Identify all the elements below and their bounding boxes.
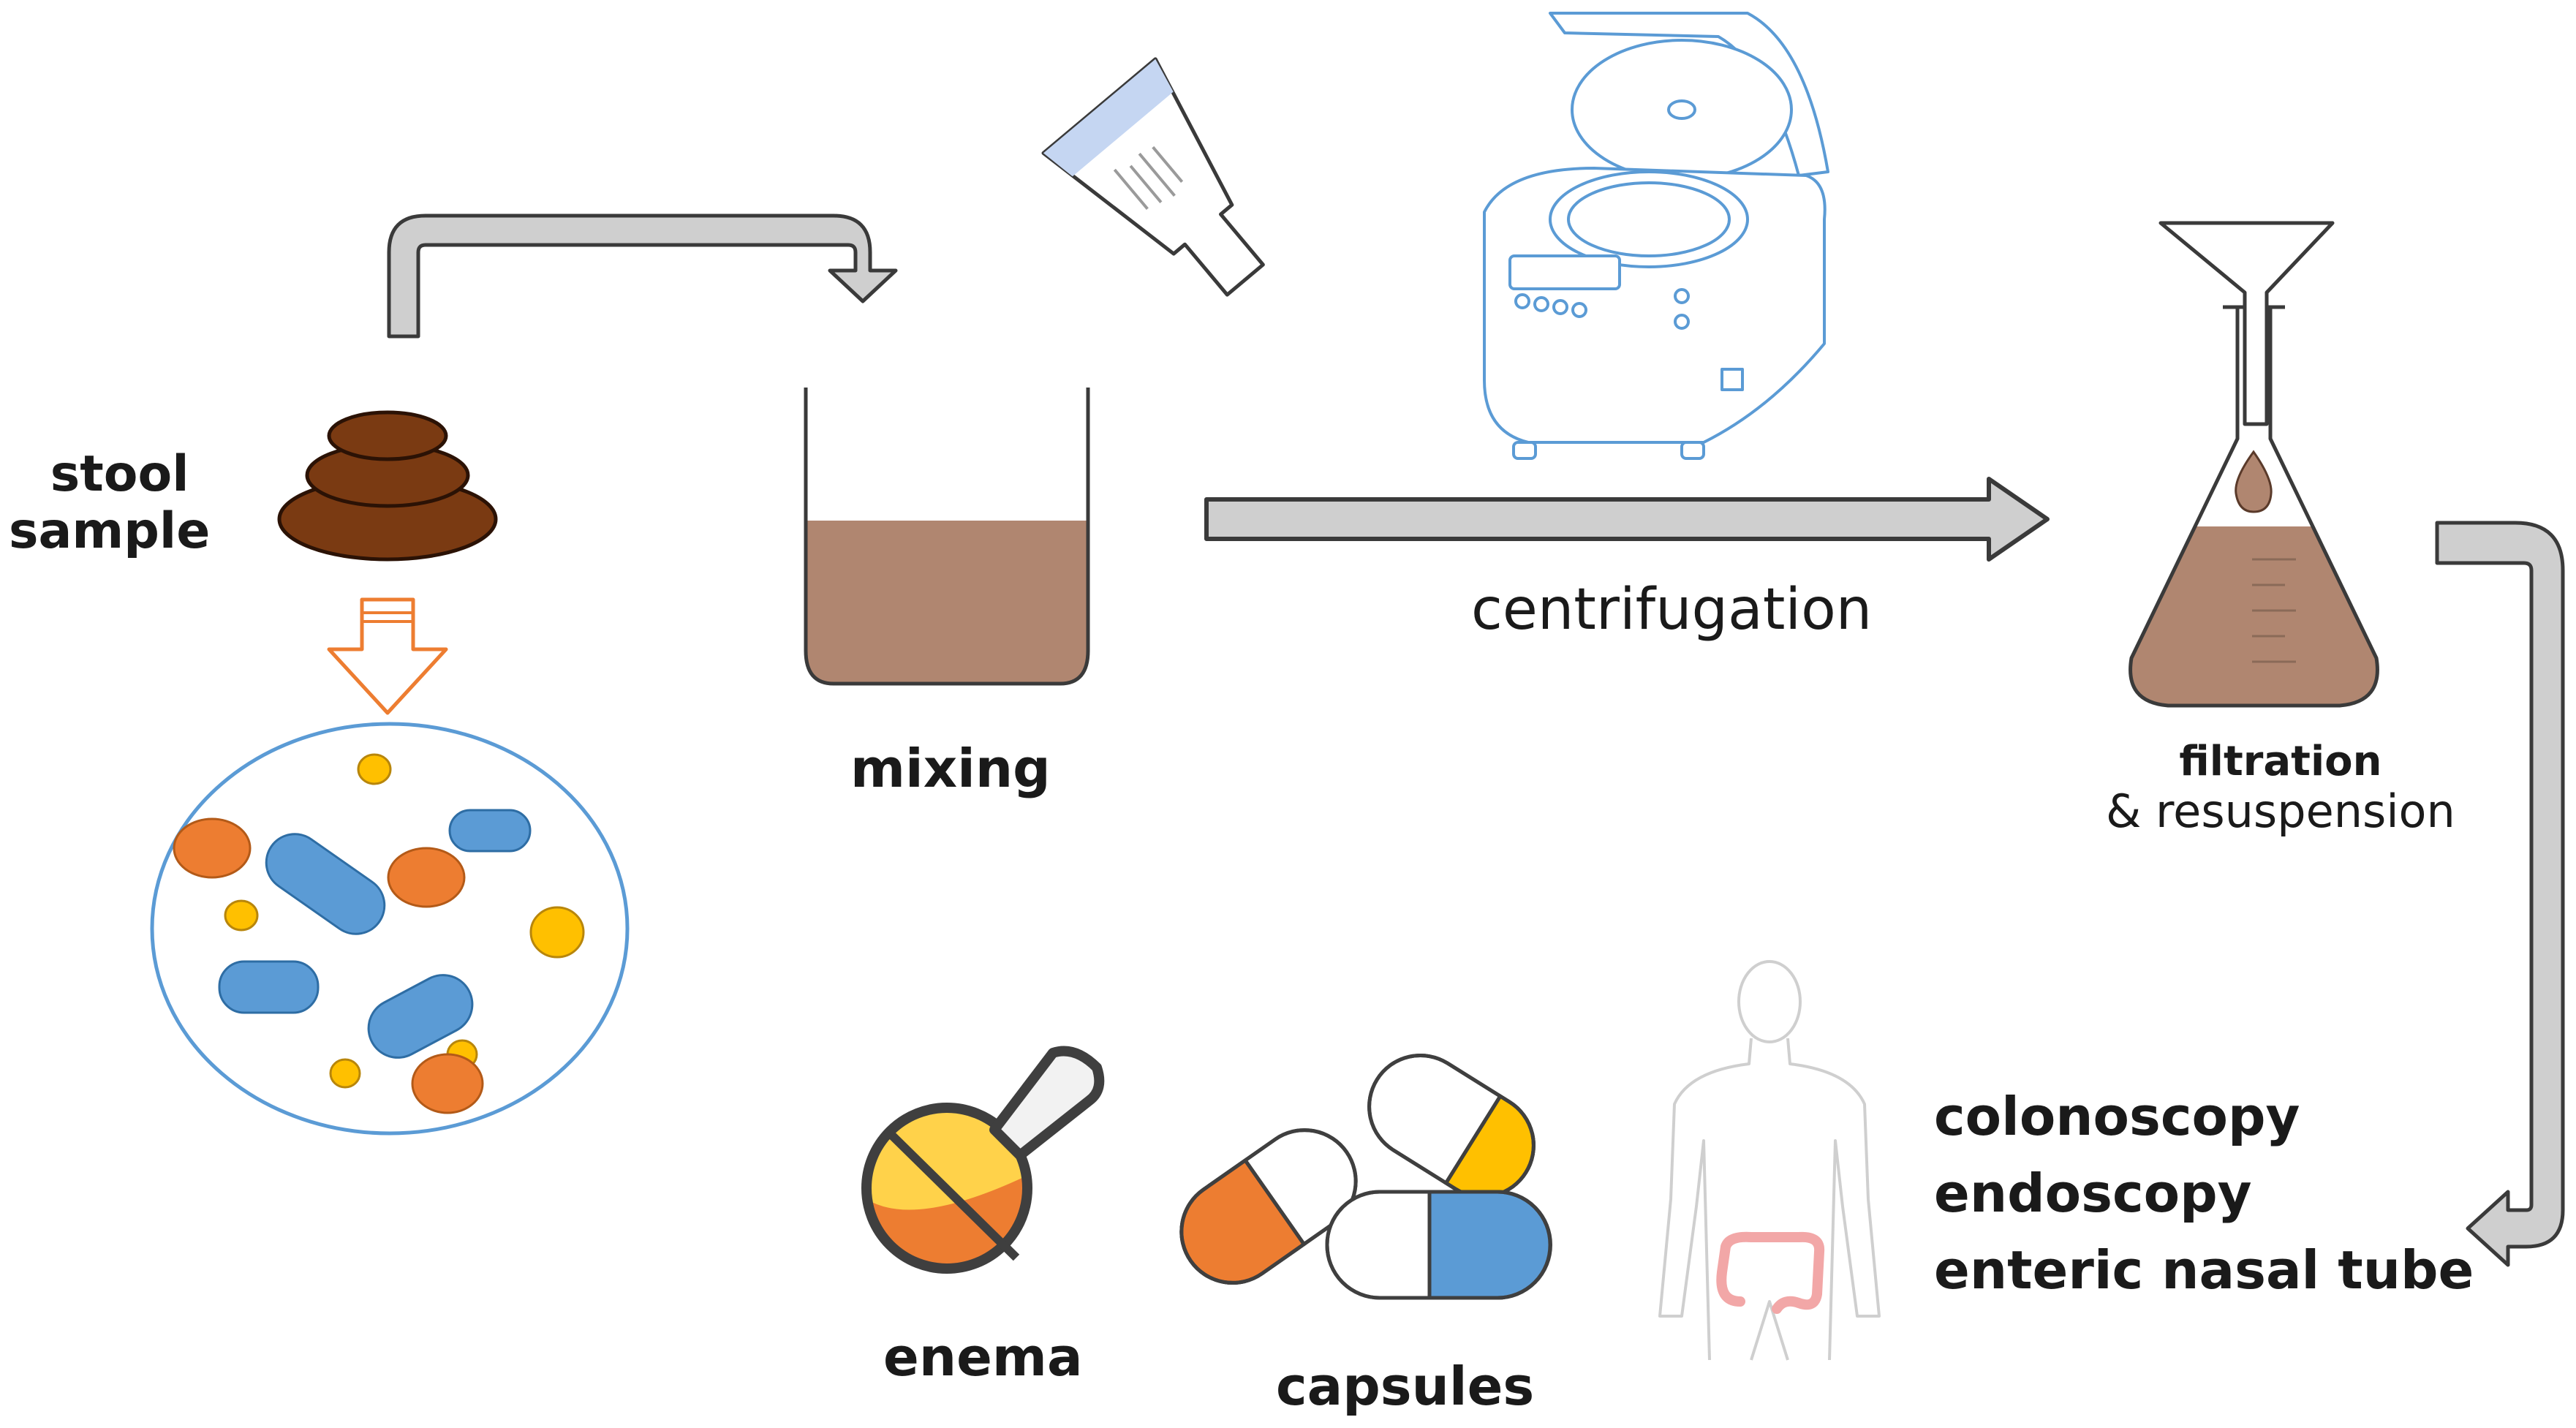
enema-label: enema xyxy=(883,1326,1083,1388)
flask-funnel-icon xyxy=(2129,221,2379,708)
enema-icon xyxy=(861,1046,1105,1274)
filtration-label-line2: & resuspension xyxy=(2106,785,2455,839)
capsule-icon xyxy=(1179,1054,1552,1300)
filtration-label-line1: filtration xyxy=(2179,738,2382,785)
capsules-label: capsules xyxy=(1276,1356,1535,1417)
arrow-centrifugation xyxy=(1204,477,2050,562)
bottle-icon xyxy=(1041,57,1265,297)
filtration-label: filtration & resuspension xyxy=(2106,738,2455,838)
centrifuge-icon xyxy=(1483,12,1829,460)
stool-label-line2: sample xyxy=(9,502,211,561)
delivery-methods-list: colonoscopy endoscopy enteric nasal tube xyxy=(1934,1078,2474,1309)
arrow-stool-to-mixing xyxy=(387,214,898,339)
delivery-enteric-nasal-tube: enteric nasal tube xyxy=(1934,1239,2474,1301)
bacteria-circle-icon xyxy=(150,722,630,1136)
mixing-label: mixing xyxy=(850,738,1051,799)
body-outline-icon xyxy=(1658,960,1881,1361)
stool-label-line1: stool xyxy=(50,445,189,503)
delivery-endoscopy: endoscopy xyxy=(1934,1163,2252,1224)
centrifugation-label: centrifugation xyxy=(1471,577,1873,643)
arrow-filtration-to-delivery xyxy=(2435,521,2565,1267)
colon-icon xyxy=(1716,1231,1825,1314)
delivery-colonoscopy: colonoscopy xyxy=(1934,1086,2300,1147)
stool-sample-label: stool sample xyxy=(9,445,210,560)
stool-icon xyxy=(277,410,498,562)
beaker-icon xyxy=(804,388,1090,686)
hollow-arrow-down-icon xyxy=(327,597,448,715)
